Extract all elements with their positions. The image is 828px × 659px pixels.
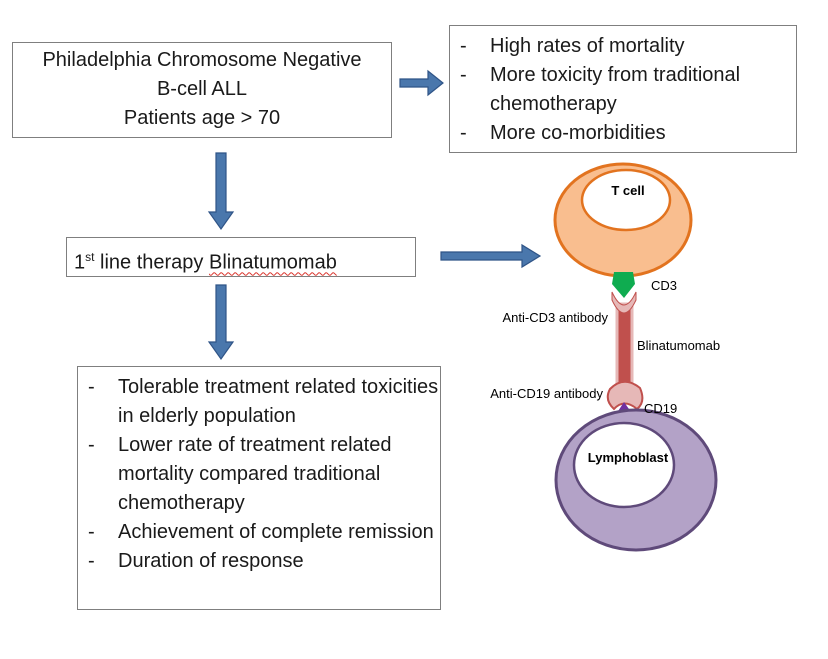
patient-line-1: Philadelphia Chromosome Negative [42, 49, 362, 71]
patient-line-3: Patients age > 70 [123, 107, 281, 129]
arrow-down-outcomes [207, 284, 235, 361]
antibody-stalk [615, 302, 634, 390]
arrow-down-therapy [207, 152, 235, 231]
patient-line-2: B-cell ALL [156, 78, 248, 100]
therapy-text: line therapy [94, 251, 209, 274]
arrow-right-risks [399, 69, 444, 97]
cd3-receptor-icon [612, 272, 635, 298]
cd3-label: CD3 [651, 278, 677, 293]
risk-item: High rates of mortality [450, 32, 796, 61]
t-cell-nucleus [580, 168, 672, 232]
outcome-item: Tolerable treatment related toxicities i… [78, 373, 440, 431]
therapy-ordinal-suffix: st [85, 250, 95, 264]
therapy-box: 1st line therapy Blinatumomab [66, 237, 416, 277]
outcomes-list: Tolerable treatment related toxicities i… [78, 373, 440, 576]
outcomes-box: Tolerable treatment related toxicities i… [77, 366, 441, 610]
risk-factors-box: High rates of mortality More toxicity fr… [449, 25, 797, 153]
t-cell-label: T cell [611, 183, 644, 198]
therapy-drug-name: Blinatumomab [208, 251, 337, 274]
outcome-item: Lower rate of treatment related mortalit… [78, 431, 440, 518]
cd19-label: CD19 [644, 401, 677, 416]
anti-cd3-cup-icon [611, 291, 637, 314]
blinatumomab-label: Blinatumomab [637, 338, 720, 353]
anti-cd3-label: Anti-CD3 antibody [503, 310, 609, 325]
lymphoblast-label: Lymphoblast [588, 450, 669, 465]
lymphoblast-nucleus [572, 421, 676, 509]
risk-item: More toxicity from traditional chemother… [450, 61, 796, 119]
arrow-right-mechanism [440, 243, 542, 269]
outcome-item: Duration of response [78, 547, 440, 576]
therapy-ordinal: 1 [74, 251, 86, 274]
anti-cd19-label: Anti-CD19 antibody [490, 386, 603, 401]
risk-item: More co-morbidities [450, 119, 796, 148]
risk-factors-list: High rates of mortality More toxicity fr… [450, 32, 796, 148]
outcome-item: Achievement of complete remission [78, 518, 440, 547]
patient-population-box: Philadelphia Chromosome Negative B-cell … [12, 42, 392, 138]
